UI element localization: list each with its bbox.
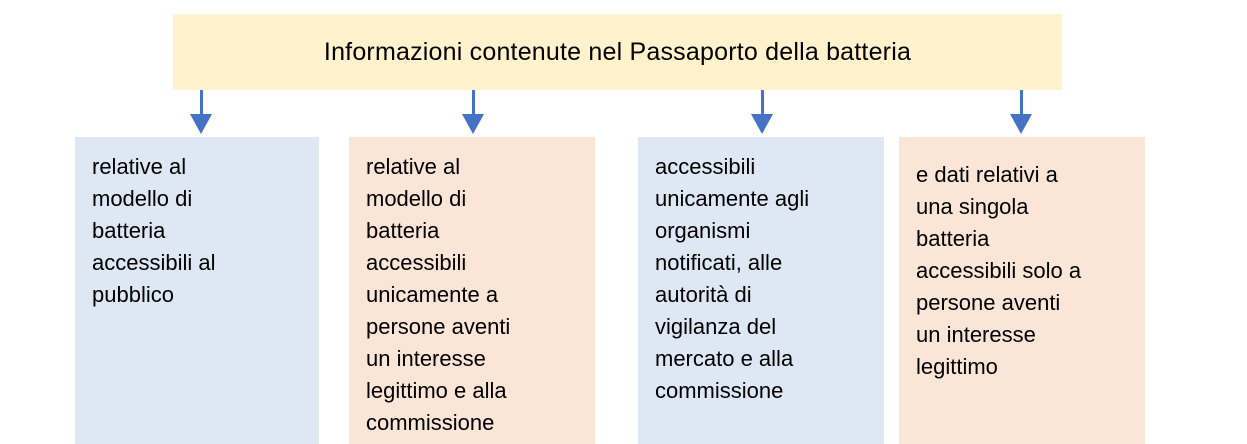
arrow-stem [471, 90, 475, 114]
down-arrow-icon [462, 90, 484, 134]
arrow-head [462, 114, 484, 134]
info-box-legitimate-interest-model-data: relative al modello di batteria accessib… [349, 137, 595, 444]
down-arrow-icon [751, 90, 773, 134]
arrow-head [751, 114, 773, 134]
arrow-stem [1019, 90, 1023, 114]
diagram-title: Informazioni contenute nel Passaporto de… [173, 14, 1062, 90]
down-arrow-icon [1010, 90, 1032, 134]
arrow-stem [760, 90, 764, 114]
arrow-head [1010, 114, 1032, 134]
arrow-stem [199, 90, 203, 114]
down-arrow-icon [190, 90, 212, 134]
arrow-head [190, 114, 212, 134]
info-box-notified-bodies-data: accessibili unicamente agli organismi no… [638, 137, 884, 444]
info-box-public-model-data: relative al modello di batteria accessib… [75, 137, 319, 444]
info-box-single-battery-data: e dati relativi a una singola batteria a… [899, 137, 1145, 444]
